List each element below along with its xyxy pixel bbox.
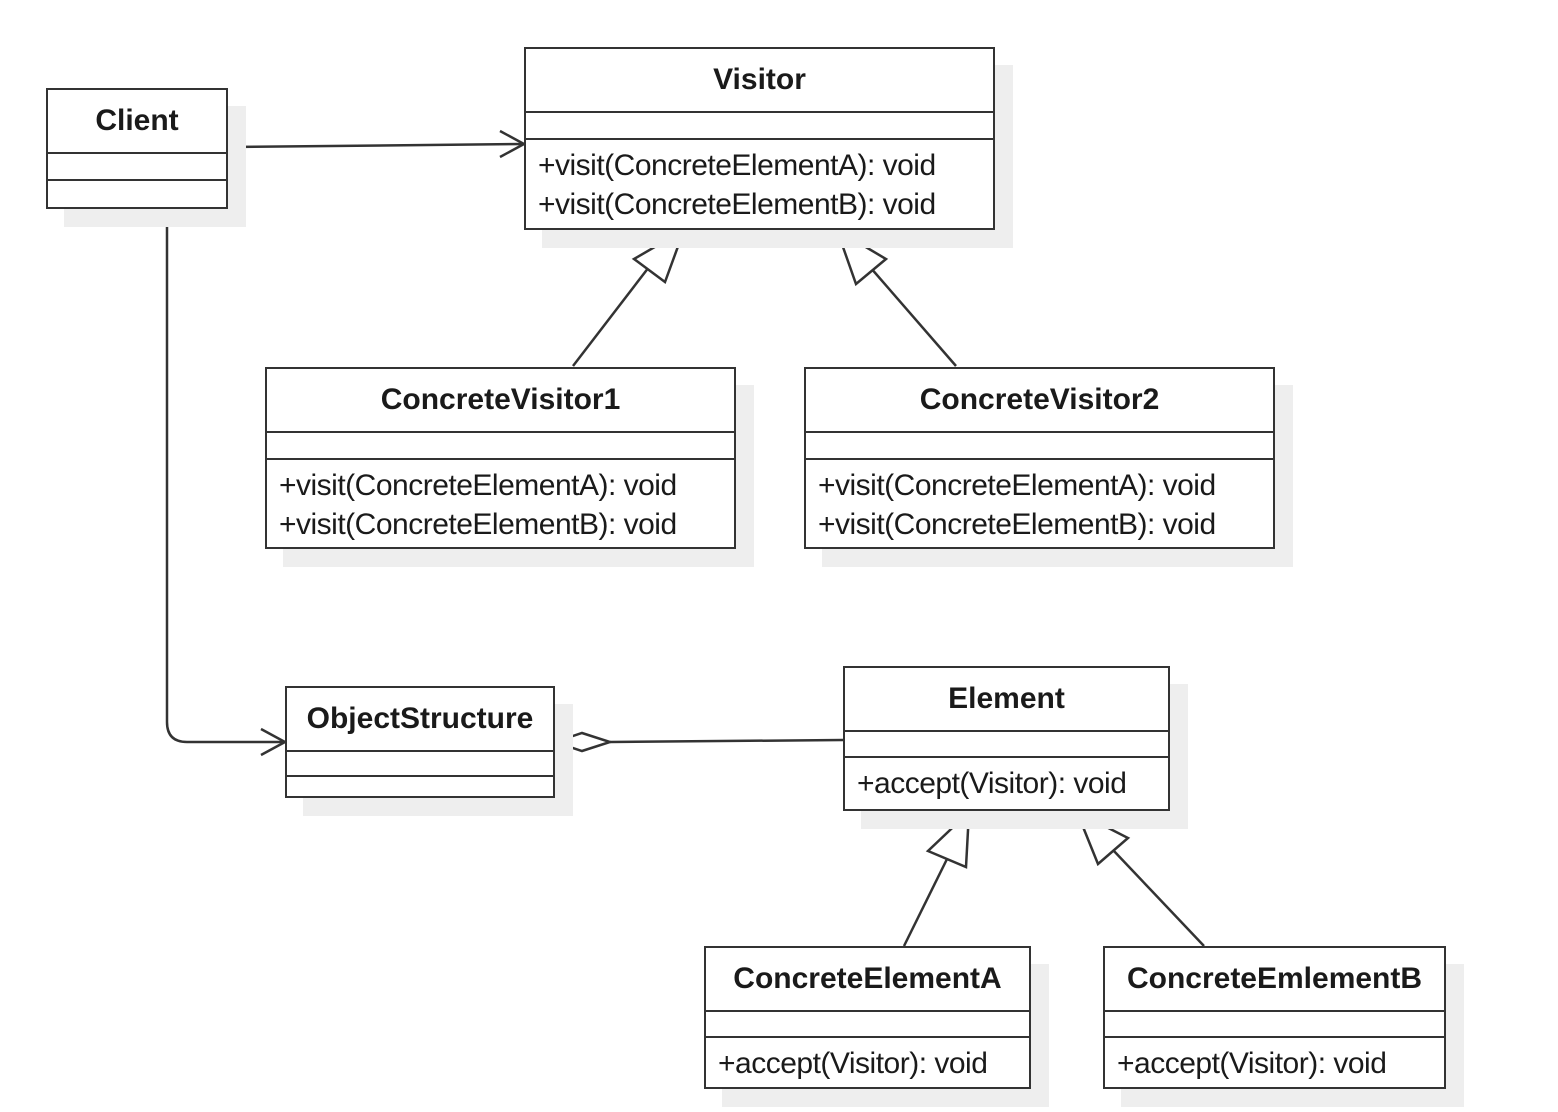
operation: +visit(ConcreteElementB): void: [279, 508, 677, 541]
operation: +visit(ConcreteElementA): void: [538, 149, 936, 182]
operation: +visit(ConcreteElementA): void: [818, 469, 1216, 502]
operation: +visit(ConcreteElementB): void: [818, 508, 1216, 541]
class-attributes: [526, 113, 993, 140]
concrete-element-b-class[interactable]: ConcreteEmlementB +accept(Visitor): void: [1103, 946, 1446, 1089]
aggregation-objectstructure-element: [609, 738, 844, 744]
class-name: ConcreteElementA: [706, 948, 1029, 1012]
class-operations: +visit(ConcreteElementA): void +visit(Co…: [526, 140, 993, 224]
operation: +visit(ConcreteElementB): void: [538, 188, 936, 221]
class-name: Client: [48, 90, 226, 154]
class-name: Visitor: [526, 49, 993, 113]
concrete-element-a-class[interactable]: ConcreteElementA +accept(Visitor): void: [704, 946, 1031, 1089]
generalization-arrowhead-concretevisitor2: [834, 227, 889, 287]
class-operations: +visit(ConcreteElementA): void +visit(Co…: [806, 460, 1273, 544]
generalization-concretevisitor2-visitor: [869, 266, 957, 367]
generalization-arrowhead-concreteelementb: [1074, 809, 1131, 867]
class-name: ConcreteVisitor1: [267, 369, 734, 433]
generalization-arrowhead-concreteelementa: [925, 808, 971, 869]
operation: +visit(ConcreteElementA): void: [279, 469, 677, 502]
class-attributes: [287, 752, 553, 777]
class-attributes: [267, 433, 734, 460]
element-class[interactable]: Element +accept(Visitor): void: [843, 666, 1170, 811]
class-attributes: [1105, 1012, 1444, 1038]
operation: +accept(Visitor): void: [718, 1047, 988, 1080]
class-operations: +accept(Visitor): void: [845, 758, 1168, 803]
operation: +accept(Visitor): void: [1117, 1047, 1387, 1080]
class-name: ObjectStructure: [287, 688, 553, 752]
class-attributes: [706, 1012, 1029, 1038]
class-name: ConcreteEmlementB: [1105, 948, 1444, 1012]
class-operations: +visit(ConcreteElementA): void +visit(Co…: [267, 460, 734, 544]
class-attributes: [48, 154, 226, 181]
class-name: ConcreteVisitor2: [806, 369, 1273, 433]
class-attributes: [845, 732, 1168, 758]
aggregation-diamond: [551, 731, 615, 753]
association-client-visitor: [227, 142, 525, 149]
object-structure-class[interactable]: ObjectStructure: [285, 686, 555, 798]
association-client-objectstructure: [165, 209, 285, 744]
class-operations: +accept(Visitor): void: [706, 1038, 1029, 1083]
generalization-concretevisitor1-visitor: [572, 266, 650, 367]
client-class[interactable]: Client: [46, 88, 228, 209]
generalization-arrowhead-concretevisitor1: [631, 227, 687, 285]
class-attributes: [806, 433, 1273, 460]
visitor-class[interactable]: Visitor +visit(ConcreteElementA): void +…: [524, 47, 995, 230]
generalization-concreteelementa-element: [902, 854, 951, 947]
operation: +accept(Visitor): void: [857, 767, 1127, 800]
concrete-visitor2-class[interactable]: ConcreteVisitor2 +visit(ConcreteElementA…: [804, 367, 1275, 549]
generalization-concreteelementb-element: [1112, 849, 1205, 947]
class-name: Element: [845, 668, 1168, 732]
concrete-visitor1-class[interactable]: ConcreteVisitor1 +visit(ConcreteElementA…: [265, 367, 736, 549]
class-operations: +accept(Visitor): void: [1105, 1038, 1444, 1083]
